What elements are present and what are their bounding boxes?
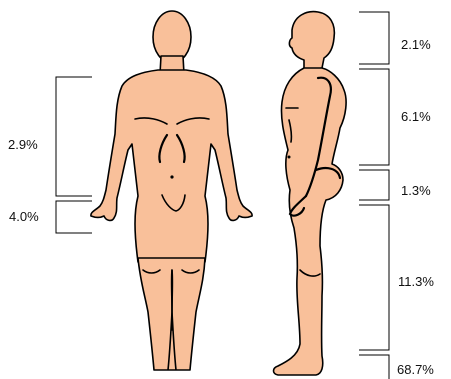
- label-side-feet: 68.7%: [397, 362, 434, 377]
- bracket-side-legs: [359, 205, 389, 350]
- side-figure: [274, 12, 347, 375]
- side-navel: [288, 156, 291, 159]
- front-torso: [91, 70, 252, 262]
- bracket-side-pelvis: [359, 170, 389, 200]
- label-side-head: 2.1%: [401, 37, 431, 52]
- side-body: [274, 68, 347, 375]
- front-figure: [91, 11, 252, 370]
- bracket-front-upper: [56, 77, 92, 196]
- label-side-legs: 11.3%: [398, 274, 434, 289]
- label-front-lower: 4.0%: [9, 209, 39, 224]
- label-front-upper: 2.9%: [8, 137, 38, 152]
- bracket-side-chest: [359, 69, 389, 165]
- side-head: [289, 12, 334, 70]
- bracket-side-head: [359, 12, 389, 64]
- front-navel: [170, 175, 173, 178]
- label-side-chest: 6.1%: [401, 109, 431, 124]
- bracket-side-feet: [359, 355, 389, 379]
- label-side-pelvis: 1.3%: [401, 183, 431, 198]
- bracket-front-lower: [56, 201, 92, 233]
